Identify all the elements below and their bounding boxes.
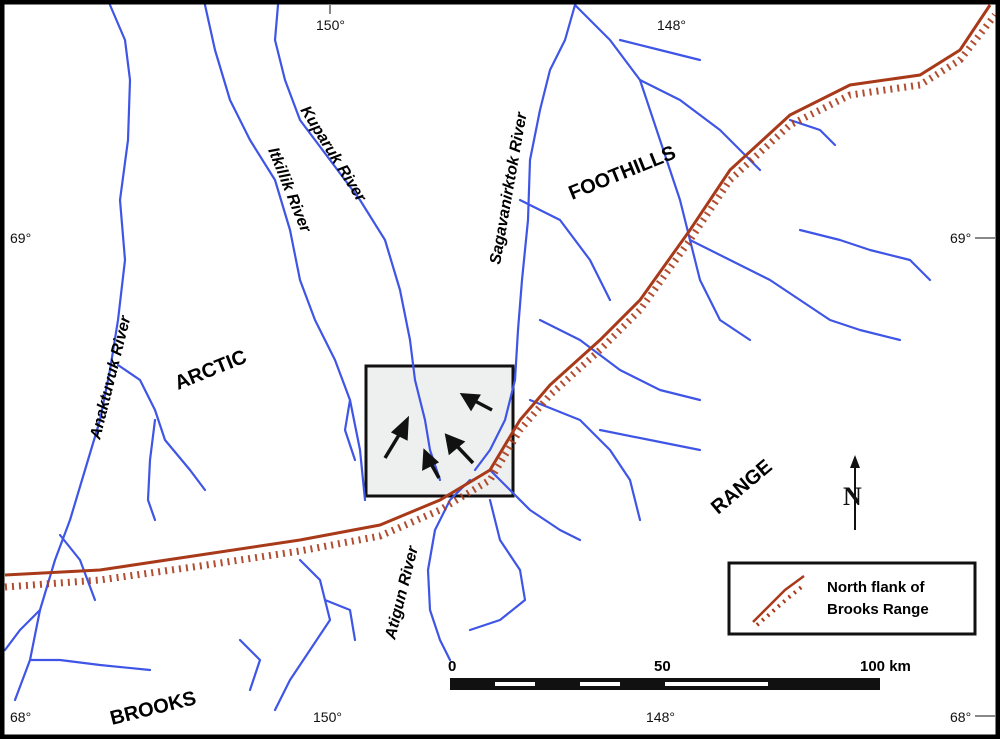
label-arctic: ARCTIC xyxy=(172,346,250,395)
itkillik-river xyxy=(203,3,367,502)
tick-top-148: 148° xyxy=(657,17,686,33)
study-area-box xyxy=(364,364,515,498)
flow-arrows xyxy=(383,393,493,479)
kuparuk-river xyxy=(273,3,442,482)
tick-bottom-148: 148° xyxy=(646,709,675,725)
tick-right-69: 69° xyxy=(950,230,971,246)
legend: North flank of Brooks Range xyxy=(727,561,977,636)
tick-left-68: 68° xyxy=(10,709,31,725)
scale-label-0: 0 xyxy=(448,658,456,675)
tick-right-68: 68° xyxy=(950,709,971,725)
label-anaktuvuk-river: Anaktuvuk River xyxy=(87,314,134,442)
scale-label-100: 100 km xyxy=(860,658,911,675)
label-brooks: BROOKS xyxy=(108,687,199,730)
river-network xyxy=(3,3,932,712)
scale-bar: 0 50 100 km xyxy=(448,658,911,690)
brooks-range-front xyxy=(4,4,998,591)
legend-line1: North flank of xyxy=(827,579,925,596)
label-kuparuk-river: Kuparuk River xyxy=(297,103,370,205)
tick-top-150: 150° xyxy=(316,17,345,33)
label-atigun-river: Atigun River xyxy=(382,544,422,642)
north-arrow-icon: N xyxy=(843,455,862,530)
graticule: 150° 148° 150° 148° 69° 68° 69° 68° xyxy=(10,5,995,725)
label-foothills: FOOTHILLS xyxy=(566,142,679,205)
label-range: RANGE xyxy=(707,456,776,519)
anaktuvuk-river xyxy=(13,3,132,702)
sagavanirktok-river xyxy=(473,3,577,472)
scale-label-50: 50 xyxy=(654,658,671,675)
legend-line2: Brooks Range xyxy=(827,601,929,618)
label-itkillik-river: Itkillik River xyxy=(264,145,314,235)
north-label: N xyxy=(843,482,862,511)
atigun-river xyxy=(426,478,472,662)
tick-bottom-150: 150° xyxy=(313,709,342,725)
tick-left-69: 69° xyxy=(10,230,31,246)
label-sagavanirktok-river: Sagavanirktok River xyxy=(487,110,531,265)
